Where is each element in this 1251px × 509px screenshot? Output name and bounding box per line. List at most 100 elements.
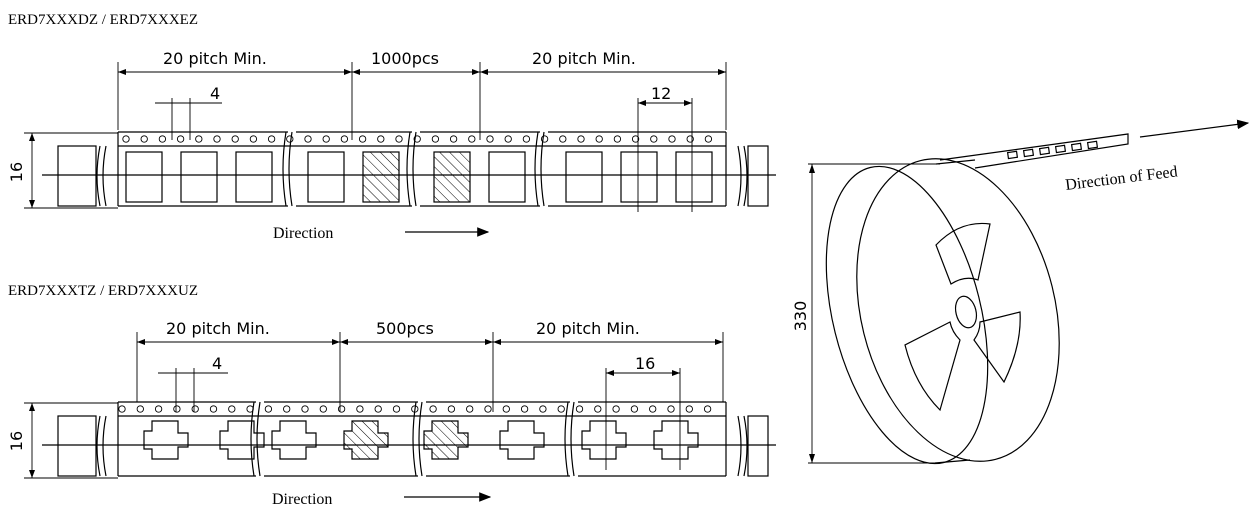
feed-direction-label: Direction of Feed xyxy=(1064,163,1178,194)
sprocket-hole xyxy=(703,405,712,413)
top-sprocket-holes xyxy=(122,135,713,143)
sprocket-hole xyxy=(319,405,327,413)
sprocket-hole xyxy=(429,405,437,413)
sprocket-hole xyxy=(191,405,199,413)
top-tape xyxy=(42,131,776,207)
sprocket-hole xyxy=(520,405,529,413)
top-dimension-lines xyxy=(24,62,727,212)
sprocket-hole xyxy=(358,135,367,143)
bottom-section: ERD7XXXTZ / ERD7XXXUZ 20 pitch Min. 500p… xyxy=(7,283,776,508)
sprocket-hole xyxy=(539,405,547,413)
sprocket-hole xyxy=(631,135,640,143)
sprocket-hole xyxy=(522,135,531,143)
sprocket-hole xyxy=(595,135,603,143)
bottom-pitch-large-label: 16 xyxy=(635,354,655,373)
bottom-leader-right-label: 20 pitch Min. xyxy=(536,319,640,338)
sprocket-hole xyxy=(228,405,236,413)
sprocket-hole xyxy=(649,405,657,413)
top-section: ERD7XXXDZ / ERD7XXXEZ 20 pitch Min. xyxy=(7,12,776,242)
sprocket-hole xyxy=(356,405,364,413)
sprocket-hole xyxy=(286,135,294,143)
top-pockets xyxy=(125,151,713,203)
sprocket-hole xyxy=(195,135,203,143)
component-pocket xyxy=(343,420,389,460)
sprocket-hole xyxy=(466,405,474,413)
component-pocket xyxy=(143,420,189,460)
top-pitch-large-label: 12 xyxy=(651,84,671,103)
sprocket-hole xyxy=(122,135,130,143)
bottom-dimension-lines xyxy=(24,332,724,479)
sprocket-hole xyxy=(504,135,512,143)
sprocket-hole xyxy=(575,405,584,413)
bottom-count-label: 500pcs xyxy=(376,319,434,338)
top-tape-width-label: 16 xyxy=(7,162,26,182)
sprocket-hole xyxy=(322,135,330,143)
top-leader-left-label: 20 pitch Min. xyxy=(163,49,267,68)
sprocket-hole xyxy=(209,405,218,413)
sprocket-hole xyxy=(173,405,181,413)
sprocket-hole xyxy=(267,135,276,143)
sprocket-hole xyxy=(447,405,456,413)
sprocket-hole xyxy=(140,135,148,143)
component-pocket xyxy=(423,420,469,460)
sprocket-hole xyxy=(704,135,713,143)
top-pitch-small-label: 4 xyxy=(210,84,220,103)
bottom-direction-label: Direction xyxy=(272,491,332,508)
bottom-section-title: ERD7XXXTZ / ERD7XXXUZ xyxy=(8,283,198,299)
sprocket-hole xyxy=(213,135,221,143)
component-pocket xyxy=(271,420,317,460)
sprocket-hole xyxy=(301,405,309,413)
sprocket-hole xyxy=(340,135,349,143)
sprocket-hole xyxy=(685,405,693,413)
top-section-title: ERD7XXXDZ / ERD7XXXEZ xyxy=(8,12,198,28)
sprocket-hole xyxy=(630,405,639,413)
sprocket-hole xyxy=(158,135,167,143)
sprocket-hole xyxy=(686,135,694,143)
sprocket-hole xyxy=(395,135,403,143)
sprocket-hole xyxy=(431,135,440,143)
sprocket-hole xyxy=(413,135,421,143)
component-pocket xyxy=(653,420,699,460)
sprocket-hole xyxy=(667,405,675,413)
sprocket-hole xyxy=(613,135,622,143)
sprocket-hole xyxy=(118,405,126,413)
sprocket-hole xyxy=(154,405,163,413)
sprocket-hole xyxy=(577,135,585,143)
sprocket-hole xyxy=(136,405,144,413)
sprocket-hole xyxy=(502,405,510,413)
component-pocket xyxy=(499,420,545,460)
sprocket-hole xyxy=(337,405,346,413)
sprocket-hole xyxy=(468,135,476,143)
sprocket-hole xyxy=(411,405,419,413)
feed-arrow xyxy=(1139,119,1250,138)
sprocket-hole xyxy=(392,405,401,413)
top-leader-right-label: 20 pitch Min. xyxy=(532,49,636,68)
top-direction-label: Direction xyxy=(273,225,333,242)
sprocket-hole xyxy=(486,135,494,143)
bottom-tape xyxy=(42,401,776,477)
reel-diameter-label: 330 xyxy=(791,301,810,332)
sprocket-hole xyxy=(612,405,620,413)
sprocket-hole xyxy=(231,135,239,143)
bottom-sprocket-holes xyxy=(118,405,712,413)
top-count-label: 1000pcs xyxy=(371,49,439,68)
sprocket-hole xyxy=(264,405,273,413)
sprocket-hole xyxy=(304,135,312,143)
sprocket-hole xyxy=(449,135,458,143)
reel: 330 Direction of Feed xyxy=(791,119,1250,465)
sprocket-hole xyxy=(559,135,567,143)
sprocket-hole xyxy=(176,135,185,143)
bottom-pitch-small-label: 4 xyxy=(212,354,222,373)
sprocket-hole xyxy=(668,135,676,143)
component-pocket xyxy=(581,420,627,460)
sprocket-hole xyxy=(540,135,549,143)
sprocket-hole xyxy=(374,405,382,413)
sprocket-hole xyxy=(283,405,291,413)
bottom-leader-left-label: 20 pitch Min. xyxy=(166,319,270,338)
sprocket-hole xyxy=(557,405,565,413)
sprocket-hole xyxy=(246,405,254,413)
bottom-pockets xyxy=(143,420,699,460)
sprocket-hole xyxy=(594,405,602,413)
sprocket-hole xyxy=(650,135,658,143)
